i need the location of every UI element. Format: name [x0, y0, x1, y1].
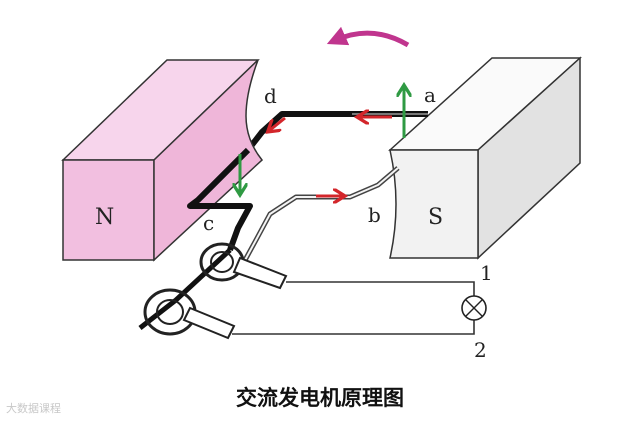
external-wire-2	[232, 320, 475, 335]
slip-ring-upper	[199, 242, 245, 282]
terminal-1-label: 1	[480, 261, 493, 285]
north-pole-label: N	[95, 205, 114, 230]
coil-wire-front	[187, 147, 253, 252]
rotation-arrow	[326, 26, 410, 48]
brush-upper	[232, 256, 288, 290]
label-c: c	[203, 211, 214, 235]
south-magnet	[388, 56, 582, 260]
current-arrow-d	[270, 116, 286, 130]
brush-lower	[182, 306, 236, 340]
watermark: 大数据课程	[6, 402, 61, 415]
label-d: d	[264, 84, 277, 108]
south-pole-label: S	[428, 205, 443, 230]
external-wire-1	[286, 281, 475, 296]
diagram-caption: 交流发电机原理图	[236, 386, 404, 410]
label-b: b	[368, 203, 381, 227]
label-a: a	[424, 83, 436, 107]
north-magnet	[61, 59, 264, 262]
lamp-icon	[461, 295, 487, 321]
terminal-2-label: 2	[474, 338, 487, 362]
